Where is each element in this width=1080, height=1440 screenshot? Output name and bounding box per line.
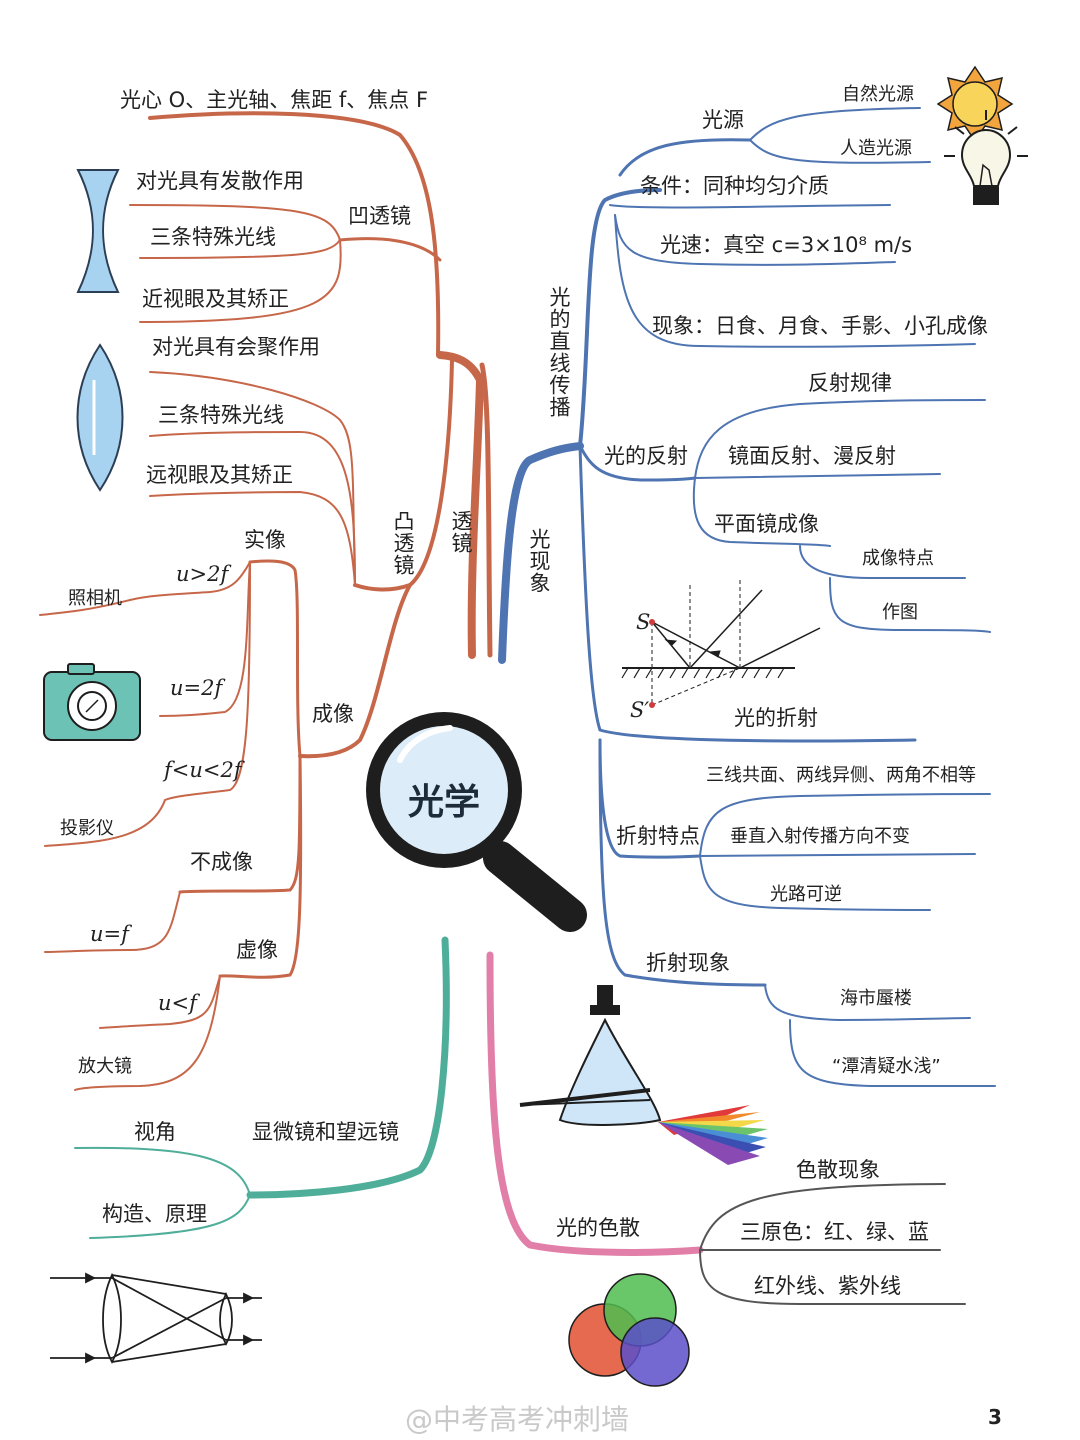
concave-lens-icon: [76, 169, 120, 293]
structure-principle: 构造、原理: [102, 1202, 207, 1226]
condition-f-lt-u-lt-2f: f<u<2f: [164, 758, 242, 782]
magnifier-icon: [366, 712, 587, 932]
no-image-title: 不成像: [190, 850, 253, 874]
refraction-phenomena-title: 折射现象: [646, 951, 730, 975]
telescope-title: 显微镜和望远镜: [252, 1120, 399, 1144]
use-projector: 投影仪: [60, 818, 114, 839]
clear-pool-shallow: “潭清疑水浅”: [832, 1056, 941, 1077]
prism-icon: [519, 985, 768, 1165]
straight-propagation-title: 光的直线传播: [547, 286, 571, 418]
straight-condition: 条件：同种均匀介质: [640, 174, 829, 198]
watermark: @中考高考冲刺墙: [405, 1403, 630, 1436]
refraction-feature-2: 垂直入射传播方向不变: [730, 826, 910, 847]
concave-lens-title: 凹透镜: [348, 204, 411, 228]
natural-light-source: 自然光源: [842, 84, 914, 105]
use-magnifier: 放大镜: [78, 1056, 132, 1077]
dispersion-title: 光的色散: [556, 1216, 640, 1240]
convex-lens-icon: [76, 343, 124, 492]
use-camera: 照相机: [68, 588, 122, 609]
refraction-title: 光的折射: [734, 706, 818, 730]
three-primary-colors: 三原色：红、绿、蓝: [740, 1220, 929, 1244]
convex-item-1: 对光具有会聚作用: [152, 335, 320, 359]
convex-item-3: 远视眼及其矫正: [146, 463, 293, 487]
light-phenomena-title: 光现象: [527, 528, 551, 594]
visual-angle: 视角: [134, 1120, 176, 1144]
lens-branch: [39, 111, 493, 1091]
mirage: 海市蜃楼: [840, 988, 912, 1009]
light-speed: 光速：真空 c=3×10⁸ m/s: [660, 233, 913, 257]
telescope-diagram: [50, 1272, 262, 1364]
mirror-image-features: 成像特点: [862, 548, 934, 569]
lens-title: 透镜: [449, 510, 473, 554]
lens-top-note: 光心 O、主光轴、焦距 f、焦点 F: [120, 88, 429, 112]
refraction-feature-3: 光路可逆: [770, 884, 842, 905]
artificial-light-source: 人造光源: [840, 138, 912, 159]
condition-u-gt-2f: u>2f: [176, 562, 229, 586]
plane-mirror-diagram: [621, 580, 821, 708]
light-branch: [498, 107, 996, 1088]
reflection-law: 反射规律: [808, 371, 892, 395]
light-bulb-icon: [944, 110, 1028, 205]
refraction-features-title: 折射特点: [616, 824, 700, 848]
page-number: 3: [988, 1405, 1002, 1429]
specular-diffuse-reflection: 镜面反射、漫反射: [728, 444, 896, 468]
dispersion-branch: [486, 951, 966, 1306]
dispersion-phenomenon: 色散现象: [796, 1158, 880, 1182]
imaging-title: 成像: [312, 702, 354, 726]
diagram-label-s-prime: S′: [630, 698, 650, 722]
refraction-feature-1: 三线共面、两线异侧、两角不相等: [706, 765, 976, 786]
light-source-title: 光源: [702, 108, 744, 132]
infrared-ultraviolet: 红外线、紫外线: [754, 1274, 901, 1298]
sun-icon: [936, 65, 1014, 143]
virtual-image-title: 虚像: [236, 938, 278, 962]
convex-item-2: 三条特殊光线: [158, 403, 284, 427]
plane-mirror-title: 平面镜成像: [714, 512, 819, 536]
center-title: 光学: [407, 782, 480, 823]
condition-u-eq-f: u=f: [90, 922, 129, 946]
primary-colors-icon: [568, 1273, 690, 1387]
telescope-branch: [74, 936, 450, 1239]
concave-item-3: 近视眼及其矫正: [142, 287, 289, 311]
concave-item-1: 对光具有发散作用: [136, 169, 304, 193]
straight-phenomena: 现象：日食、月食、手影、小孔成像: [652, 314, 988, 338]
convex-lens-title: 凸透镜: [391, 510, 415, 576]
reflection-title: 光的反射: [604, 444, 688, 468]
camera-icon: [43, 663, 141, 741]
concave-item-2: 三条特殊光线: [150, 225, 276, 249]
condition-u-lt-f: u<f: [158, 991, 197, 1015]
condition-u-eq-2f: u=2f: [170, 676, 223, 700]
diagram-label-s: S: [636, 610, 651, 634]
real-image-title: 实像: [244, 528, 286, 552]
mirror-drawing: 作图: [882, 602, 918, 623]
